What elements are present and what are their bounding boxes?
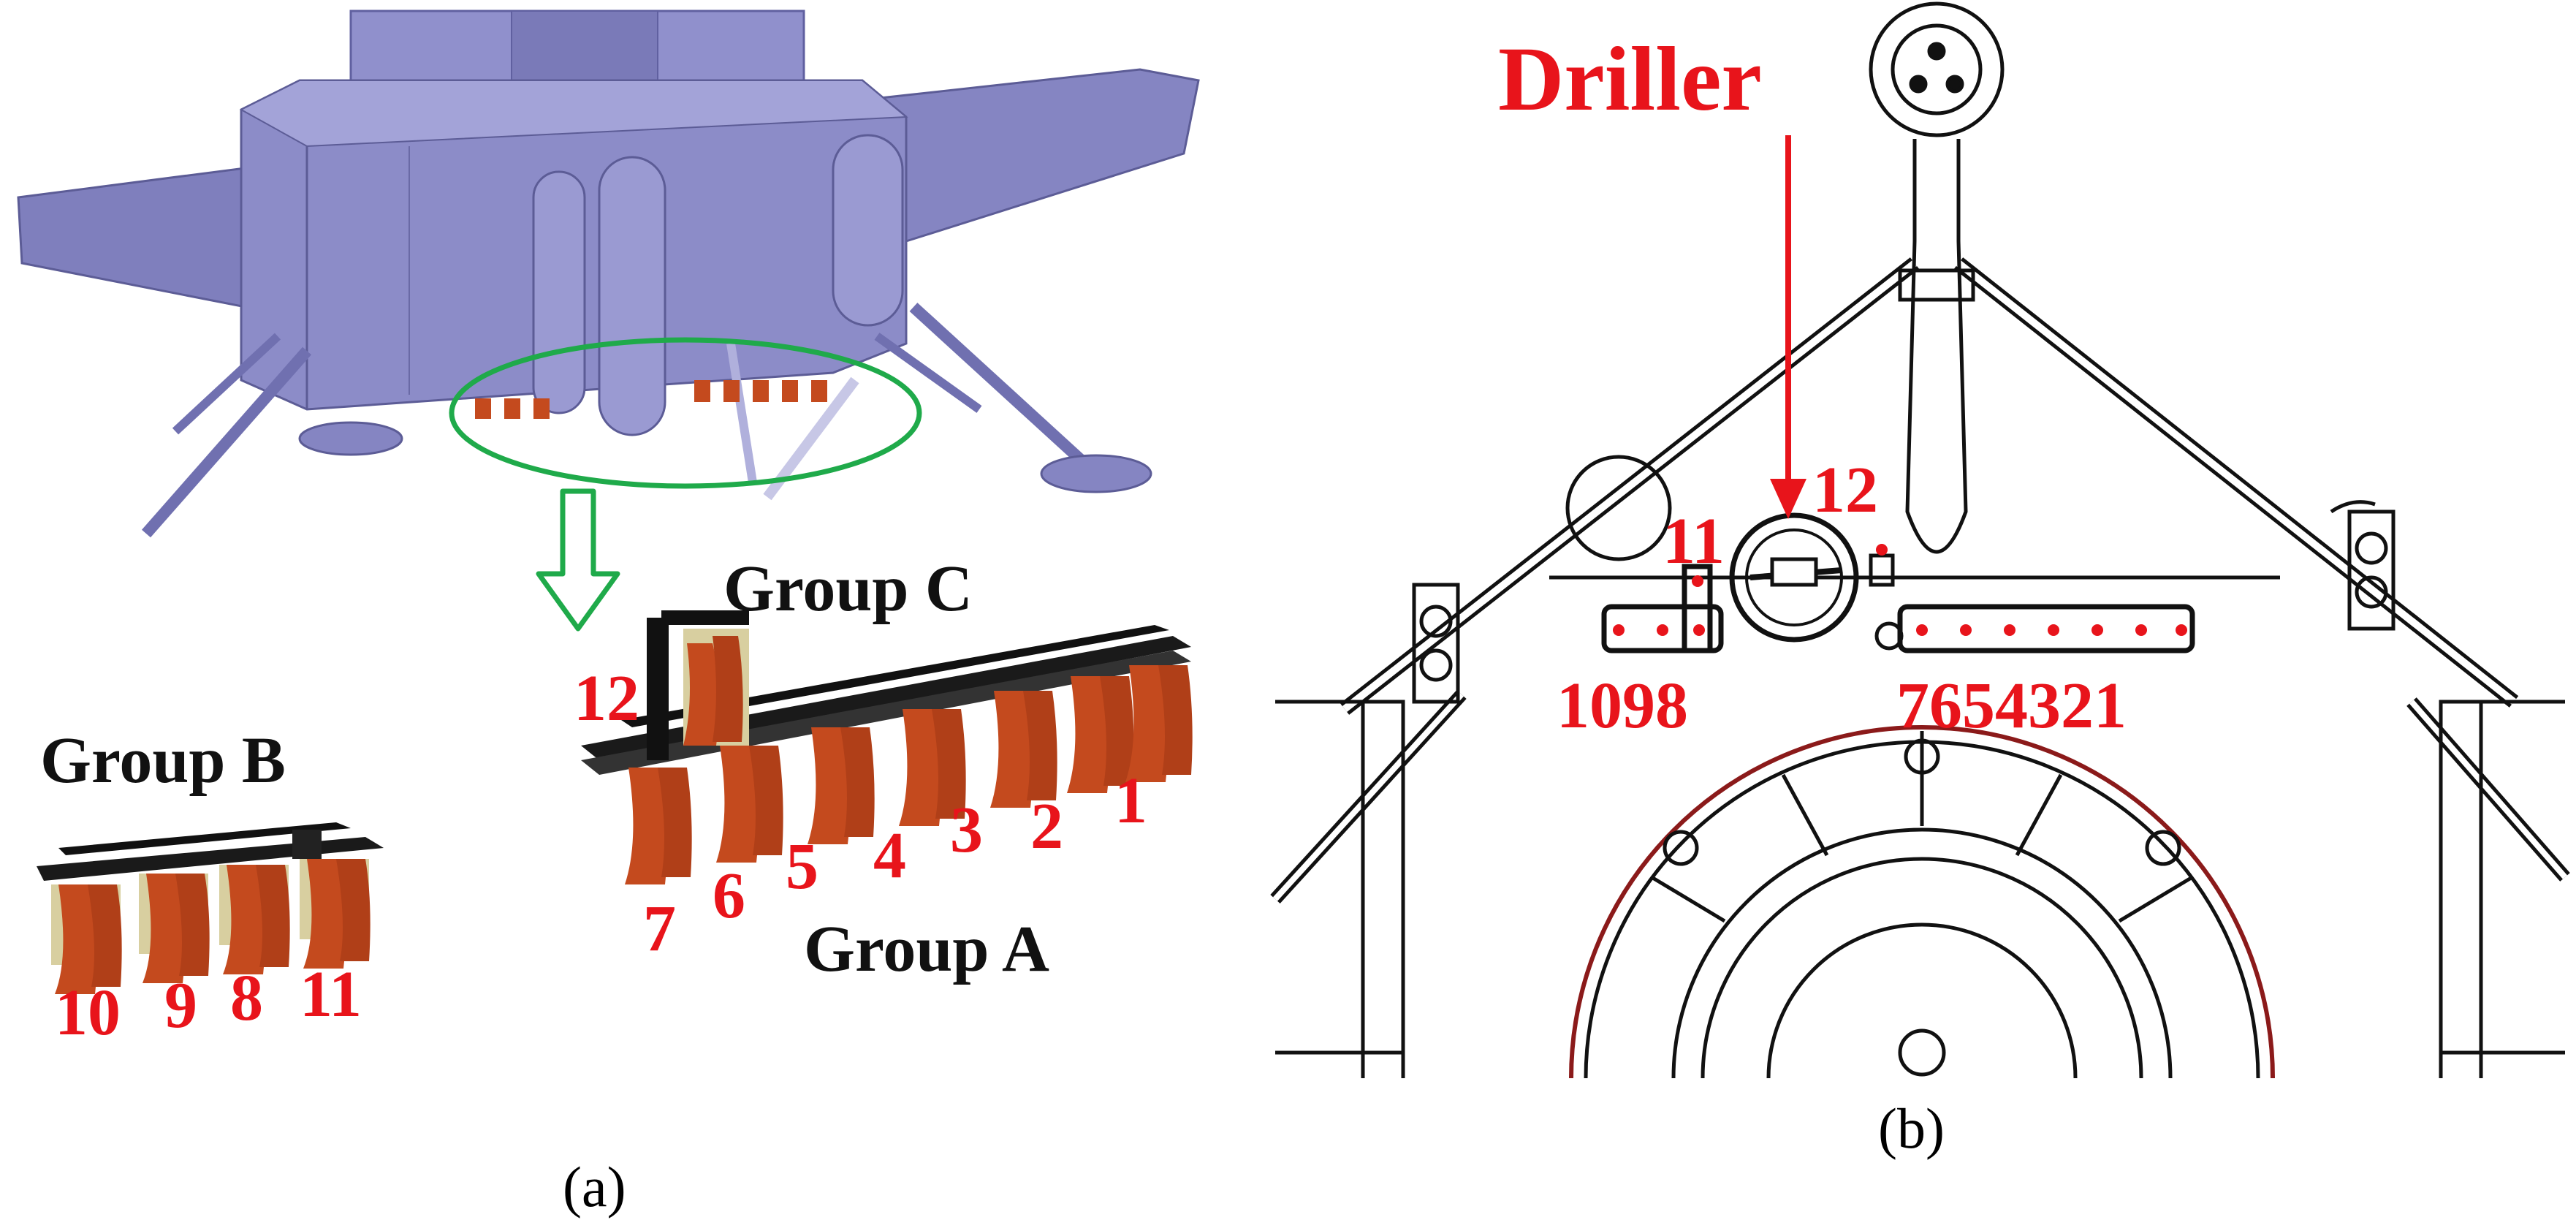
panel-a: Group C Group B Group A 12 1 2 3 4 5 6 7… (17, 10, 1200, 1219)
driller-icon (1729, 512, 1859, 643)
group-c-marker (1869, 544, 1895, 587)
lander-illustration (17, 10, 1200, 538)
panel-a-caption: (a) (563, 1155, 626, 1219)
group-a-label: Group A (804, 913, 1049, 985)
group-b-number-10: 10 (55, 977, 121, 1049)
group-b-rack (37, 822, 384, 994)
panel-b (1270, 0, 2570, 1079)
group-a-number-5: 5 (786, 830, 818, 903)
right-row-numbers: 7654321 (1896, 670, 2127, 742)
group-a-number-4: 4 (873, 819, 906, 892)
group-a-number-7: 7 (643, 893, 676, 965)
group-a-number-3: 3 (950, 794, 983, 866)
group-c-label: Group C (723, 553, 973, 625)
group-b-bar (1601, 564, 1724, 653)
label-12: 12 (1812, 454, 1878, 526)
driller-arrow (1770, 135, 1806, 519)
group-c-number: 12 (574, 662, 639, 735)
left-row-numbers: 1098 (1557, 670, 1688, 742)
group-b-number-11: 11 (300, 958, 362, 1031)
group-b-label: Group B (40, 724, 286, 797)
driller-label: Driller (1498, 29, 1762, 130)
group-b-number-8: 8 (230, 962, 263, 1034)
highlight-ellipse (449, 337, 922, 489)
down-arrow-icon (536, 488, 620, 632)
group-a-bar (1897, 604, 2195, 653)
group-c-sampler (647, 610, 749, 760)
group-b-number-9: 9 (164, 969, 197, 1042)
group-a-number-1: 1 (1114, 765, 1147, 837)
group-a-number-6: 6 (713, 860, 745, 932)
panel-b-caption: (b) (1878, 1096, 1945, 1160)
label-11: 11 (1663, 505, 1725, 577)
group-a-number-2: 2 (1030, 790, 1063, 863)
group-a-samplers (625, 665, 1193, 884)
